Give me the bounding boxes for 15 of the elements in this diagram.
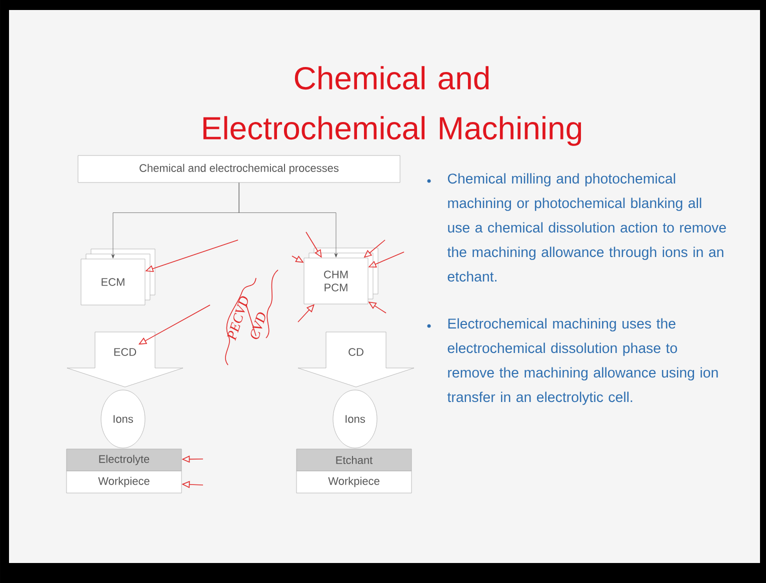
layer-band: Workpiece: [66, 470, 182, 494]
layer-band: Etchant: [296, 448, 412, 472]
title: Chemical and Electrochemical Machining: [203, 66, 582, 146]
handwritten-note: CVD: [250, 312, 266, 340]
arrow: [238, 182, 338, 258]
process-block: ECD: [66, 332, 184, 388]
process-block: CD: [298, 332, 414, 388]
bullet-text: Electrochemical machining uses the electrochemical dissolution phase to remove the machining allowance using ion transfer in an electrolytic cell.: [447, 318, 718, 405]
handwritten-note: PECVD: [227, 296, 248, 341]
bullet-text: Chemical milling and photochemical machining or photochemical blanking all use a chemical dissolution action to remove the machining allowance through ions in an etchant.: [447, 173, 726, 282]
layer-band: Workpiece: [296, 470, 412, 494]
layer-band: Electrolyte: [66, 448, 182, 472]
document-stack: CHM PCM: [304, 248, 378, 304]
process-box: Chemical and electrochemical processes: [78, 155, 400, 183]
document-stack: ECM: [80, 248, 156, 306]
